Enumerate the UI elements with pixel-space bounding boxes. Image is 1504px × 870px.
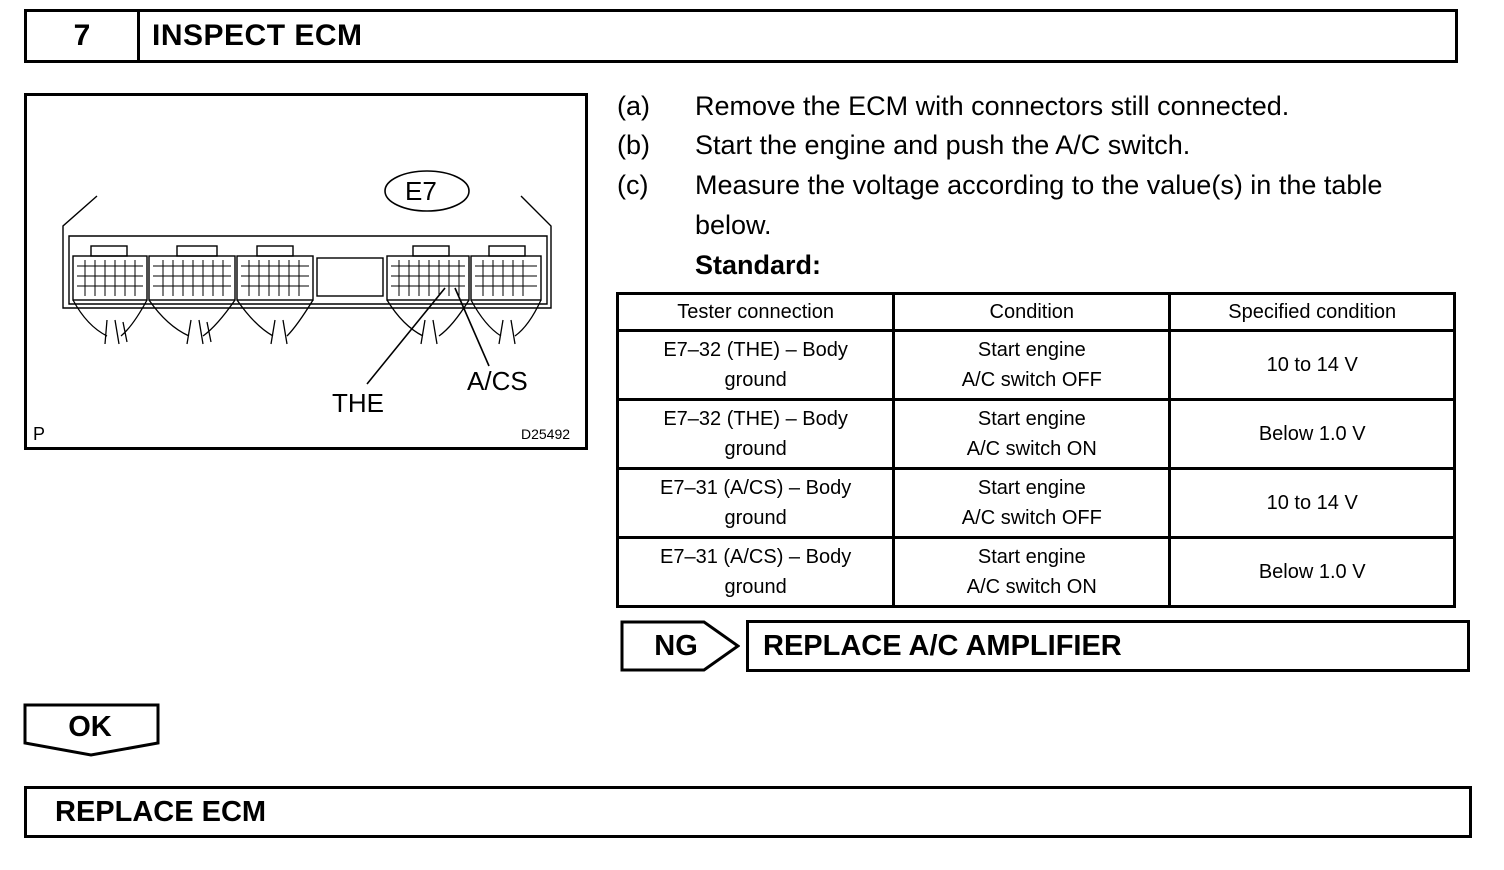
cond-line1: Start engine	[977, 546, 1086, 568]
standard-label: Standard:	[695, 250, 822, 280]
cond-line2: A/C switch ON	[966, 576, 1097, 598]
step-number: 7	[27, 12, 140, 60]
table-header-row: Tester connection Condition Specified co…	[615, 292, 1456, 332]
instruction-label-a: (a)	[617, 91, 650, 121]
instruction-label-b: (b)	[617, 130, 650, 160]
callout-acs: A/CS	[467, 366, 528, 396]
cell-tester-connection: E7–32 (THE) – Body ground	[615, 398, 896, 470]
cond-line2: A/C switch OFF	[961, 369, 1102, 391]
connector-label-e7: E7	[405, 176, 437, 206]
cell-specified: Below 1.0 V	[1168, 536, 1456, 608]
cell-tester-connection: E7–31 (A/CS) – Body ground	[615, 467, 896, 539]
ecm-connector-illustration: E7 THE A/CS P D25492	[24, 93, 588, 450]
callout-the: THE	[332, 388, 384, 418]
cond-line1: Start engine	[977, 408, 1086, 430]
cell-tester-connection: E7–31 (A/CS) – Body ground	[615, 536, 896, 608]
ng-action-box: REPLACE A/C AMPLIFIER	[746, 620, 1470, 672]
spec-table: Tester connection Condition Specified co…	[615, 292, 1456, 608]
instruction-text-c-cont: below.	[695, 210, 772, 240]
cond-line1: Start engine	[977, 477, 1086, 499]
conn-line1: E7–32 (THE) – Body	[663, 408, 848, 430]
cond-line1: Start engine	[977, 339, 1086, 361]
conn-line1: E7–31 (A/CS) – Body	[659, 477, 852, 499]
ng-arrow-shape	[620, 620, 740, 672]
final-action-box: REPLACE ECM	[24, 786, 1472, 838]
instruction-list: (a) Remove the ECM with connectors still…	[617, 86, 1477, 286]
instruction-text-a: Remove the ECM with connectors still con…	[695, 91, 1290, 121]
ng-action-text: REPLACE A/C AMPLIFIER	[763, 629, 1122, 662]
figure-id: D25492	[521, 426, 571, 442]
step-header: 7 INSPECT ECM	[24, 9, 1458, 63]
final-action-text: REPLACE ECM	[55, 795, 267, 828]
instruction-text-b: Start the engine and push the A/C switch…	[695, 130, 1191, 160]
conn-line1: E7–32 (THE) – Body	[663, 339, 848, 361]
ok-label: OK	[68, 711, 112, 743]
cond-line2: A/C switch ON	[966, 438, 1097, 460]
conn-line2: ground	[724, 438, 787, 460]
conn-line2: ground	[724, 507, 787, 529]
ok-arrow-shape	[23, 703, 160, 757]
step-title: INSPECT ECM	[152, 19, 363, 52]
corner-mark: P	[33, 424, 46, 444]
conn-line1: E7–31 (A/CS) – Body	[659, 546, 852, 568]
ecm-drawing	[62, 170, 552, 385]
cell-specified: Below 1.0 V	[1168, 398, 1456, 470]
conn-line2: ground	[724, 576, 787, 598]
cond-line2: A/C switch OFF	[961, 507, 1102, 529]
header-specified-condition: Specified condition	[1168, 292, 1456, 332]
conn-line2: ground	[724, 369, 787, 391]
header-tester-connection: Tester connection	[615, 292, 896, 332]
instruction-text-c: Measure the voltage according to the val…	[695, 170, 1383, 200]
header-condition: Condition	[892, 292, 1172, 332]
cell-specified: 10 to 14 V	[1168, 329, 1456, 401]
instruction-label-c: (c)	[617, 170, 649, 200]
cell-tester-connection: E7–32 (THE) – Body ground	[615, 329, 896, 401]
ng-label: NG	[654, 630, 698, 662]
cell-specified: 10 to 14 V	[1168, 467, 1456, 539]
